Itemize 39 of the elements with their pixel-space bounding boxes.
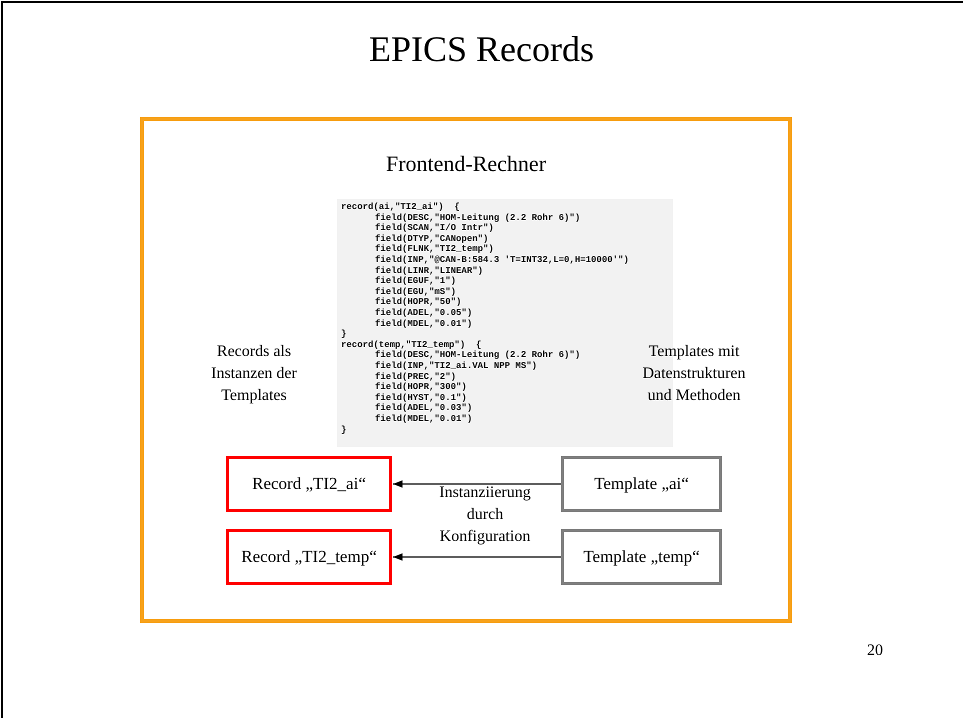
code-line: field(MDEL,"0.01") (375, 415, 472, 425)
code-line: record(ai,"TI2_ai") { (341, 203, 460, 213)
code-line: field(HOPR,"50") (375, 298, 462, 308)
code-line: field(LINR,"LINEAR") (375, 266, 484, 276)
code-line: record(temp,"TI2_temp") { (341, 340, 482, 350)
code-line: } (341, 330, 346, 340)
side-note: Templates mit Datenstrukturen und Methoden (641, 342, 747, 406)
code-line: field(HOPR,"300") (375, 383, 467, 393)
code-line: field(DTYP,"CANopen") (375, 234, 488, 244)
record-box (226, 456, 392, 512)
code-line: field(DESC,"HOM-Leitung (2.2 Rohr 6)") (375, 214, 580, 223)
arrow (393, 553, 561, 561)
page-number: 20 (866, 641, 884, 661)
computer-frame (140, 117, 792, 623)
slide-title: EPICS Records (368, 28, 595, 70)
side-note: Records als Instanzen der Templates (210, 342, 298, 406)
box-label: Record „TI2_temp“ (241, 547, 377, 567)
note: Instanziierung durch Konfiguration (438, 483, 532, 547)
code-line: field(DESC,"HOM-Leitung (2.2 Rohr 6)") (375, 351, 580, 361)
code-line: field(ADEL,"0.05") (375, 309, 472, 319)
code-line: field(HYST,"0.1") (375, 394, 467, 403)
box-label: Template „temp“ (583, 547, 700, 567)
arrow (393, 480, 561, 488)
box-label: Record „TI2_ai“ (252, 474, 366, 494)
record-box (226, 529, 392, 585)
code-line: field(EGUF,"1") (375, 277, 456, 287)
code-line: field(INP,"@CAN-B:584.3 'T=INT32,L=0,H=10000'") (375, 256, 629, 266)
code-line: field(MDEL,"0.01") (375, 320, 472, 330)
heading: Frontend-Rechner (384, 151, 548, 177)
code-line: field(EGU,"mS") (375, 288, 456, 297)
template-box (561, 456, 722, 512)
template-box (561, 529, 722, 585)
code-line: field(ADEL,"0.03") (375, 404, 472, 414)
code-line: field(INP,"TI2_ai.VAL NPP MS") (375, 362, 538, 372)
code-line: } (341, 426, 346, 436)
code-line: field(SCAN,"I/O Intr") (375, 224, 494, 234)
code-line: field(FLNK,"TI2_temp") (375, 245, 494, 255)
code-line: field(PREC,"2") (375, 372, 456, 382)
box-label: Template „ai“ (594, 474, 689, 494)
